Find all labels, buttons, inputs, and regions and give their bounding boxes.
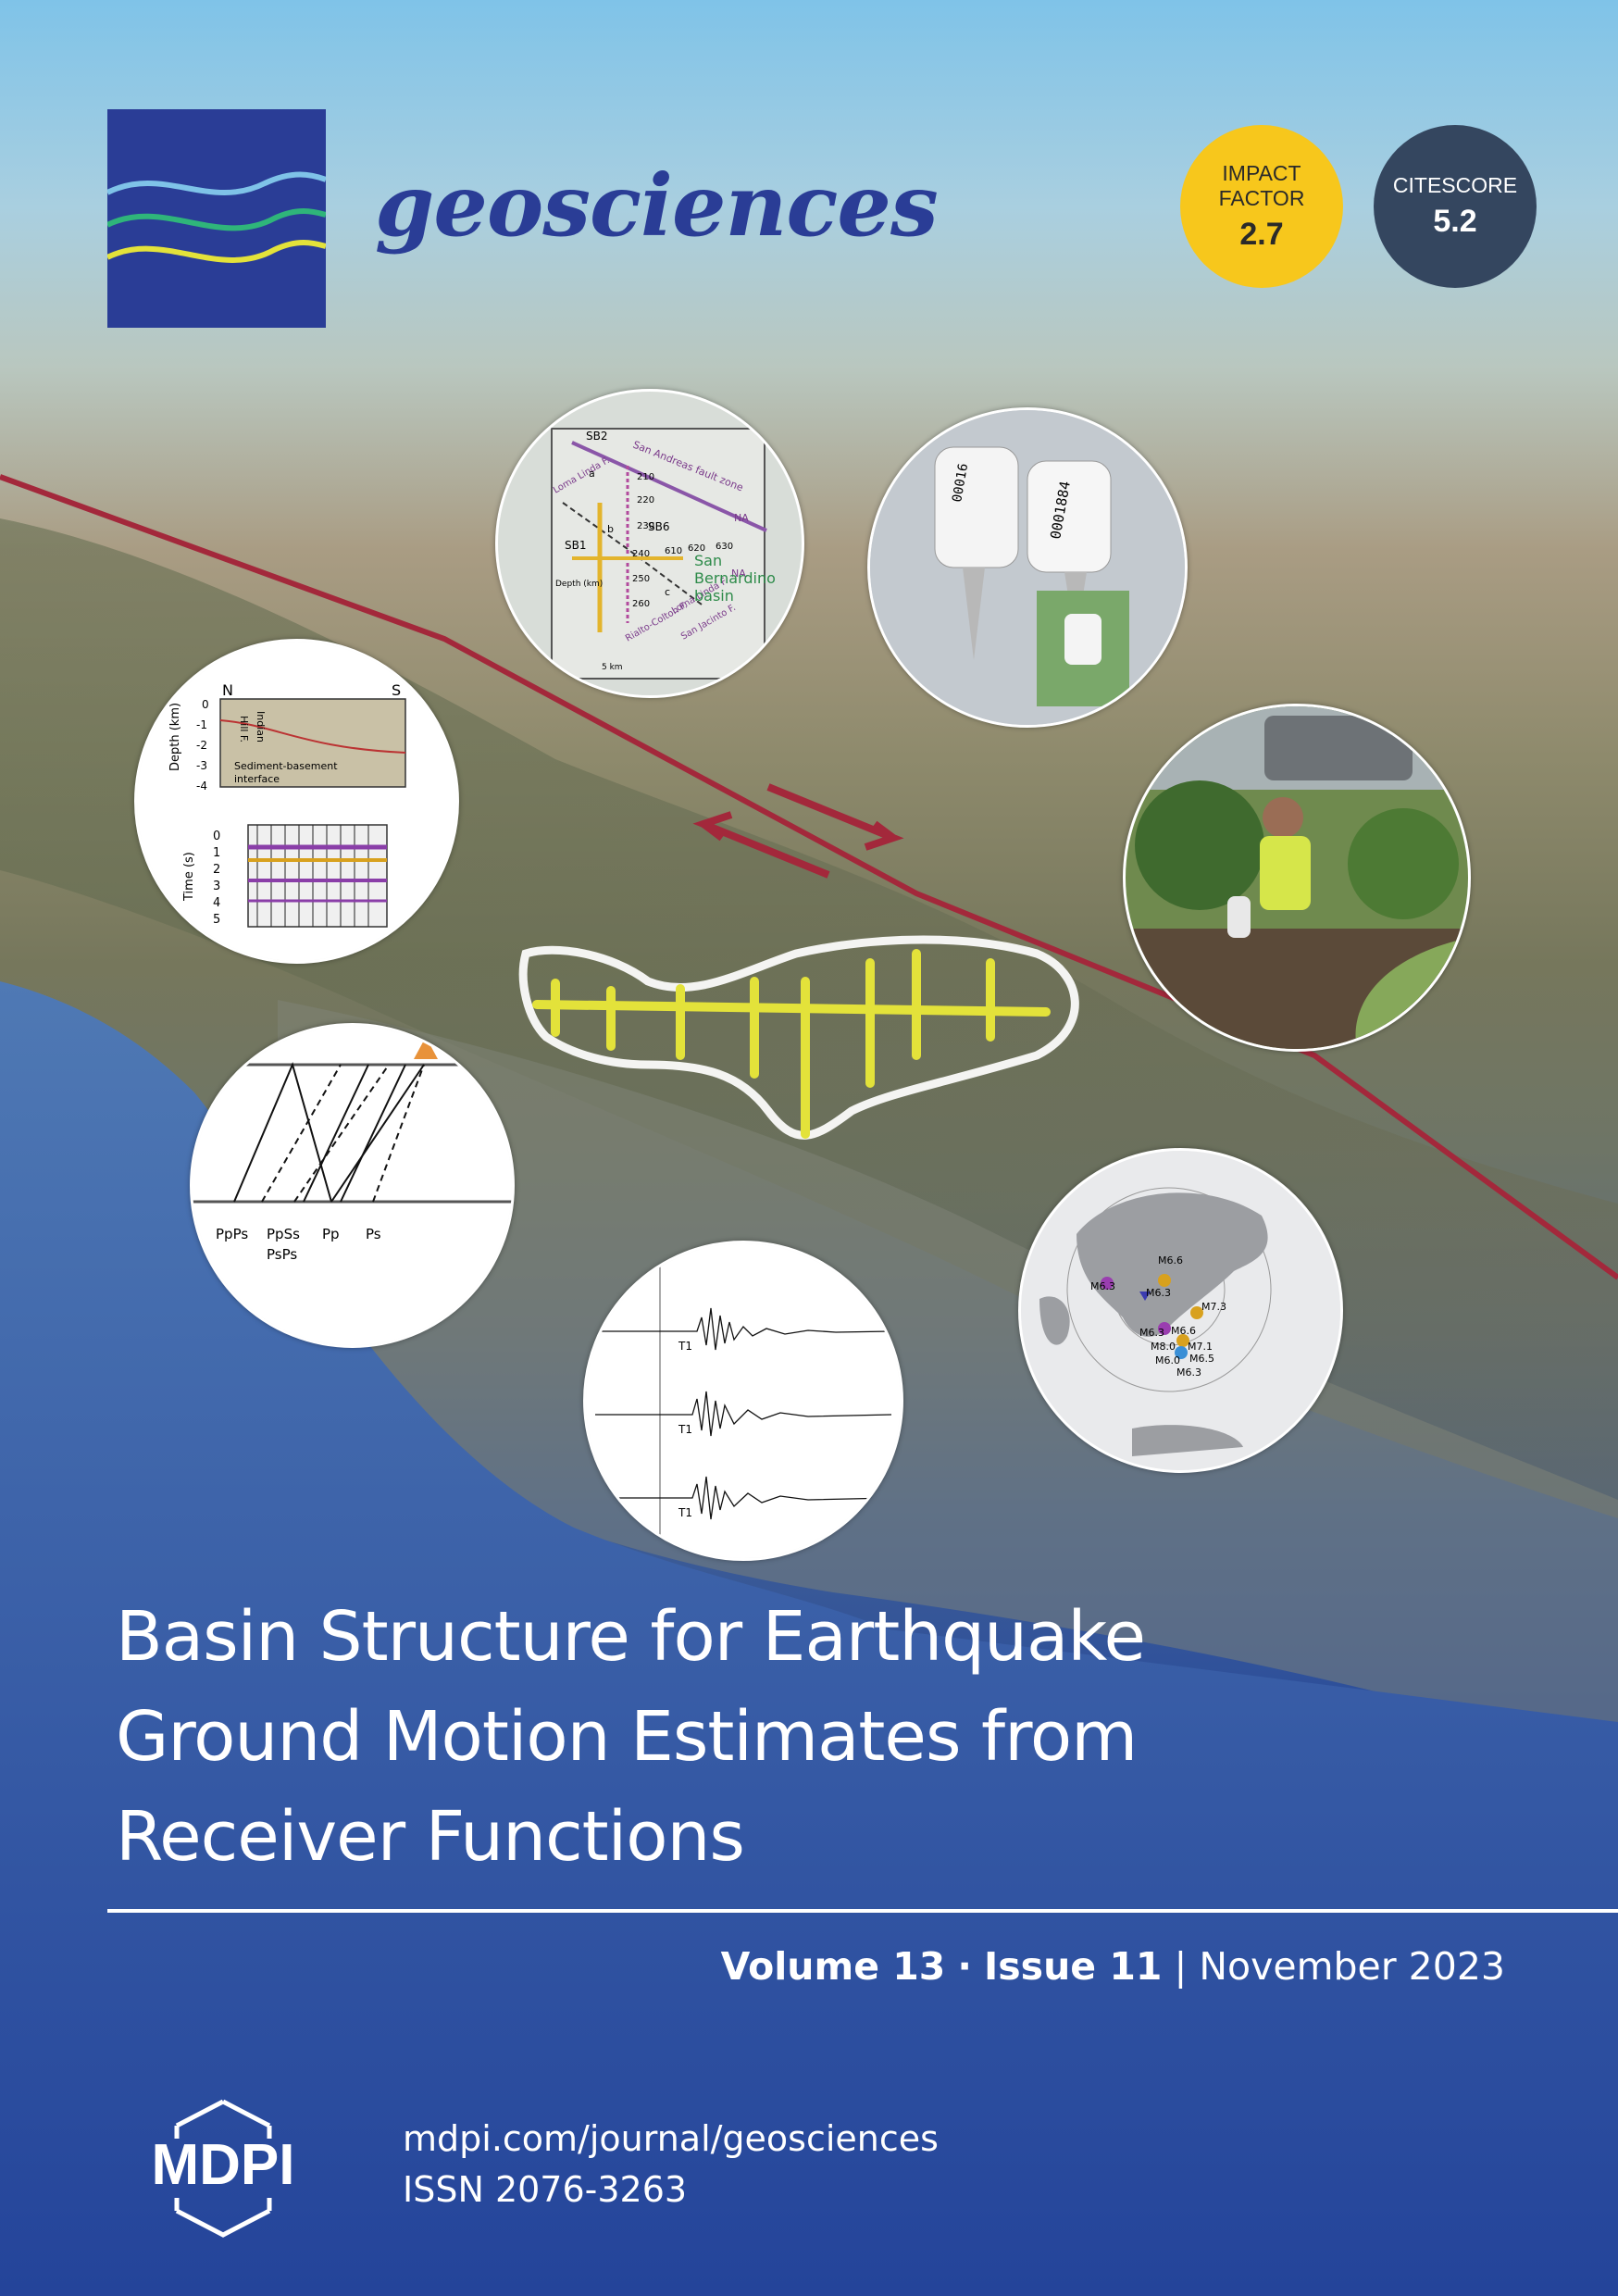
trace-label: T1 bbox=[678, 1506, 692, 1519]
time-tick: 0 bbox=[213, 830, 220, 843]
impact-factor-label-2: FACTOR bbox=[1218, 185, 1305, 210]
trace-label: T1 bbox=[678, 1340, 692, 1353]
event-label: M6.6 bbox=[1158, 1254, 1183, 1267]
issue-info: Volume 13 · Issue 11 | November 2023 bbox=[721, 1944, 1505, 1989]
journal-url[interactable]: mdpi.com/journal/geosciences bbox=[403, 2118, 939, 2159]
time-tick: 2 bbox=[213, 863, 220, 877]
event-label: M6.3 bbox=[1146, 1287, 1171, 1299]
article-title-line-1: Basin Structure for Earthquake bbox=[116, 1597, 1146, 1677]
depth-tick: -3 bbox=[196, 759, 207, 772]
depth-tick: -4 bbox=[196, 780, 207, 792]
compass-south: S bbox=[392, 681, 401, 699]
impact-factor-badge: IMPACT FACTOR 2.7 bbox=[1180, 125, 1343, 288]
map-label: Depth (km) bbox=[555, 580, 603, 589]
map-number: 630 bbox=[716, 542, 733, 552]
phase-label: Ps bbox=[366, 1226, 381, 1242]
event-label: M6.5 bbox=[1189, 1353, 1214, 1365]
map-label: San bbox=[694, 552, 722, 569]
event-label: M6.6 bbox=[1171, 1325, 1196, 1337]
article-title-line-2: Ground Motion Estimates from bbox=[116, 1697, 1138, 1777]
map-label: Bernardino bbox=[694, 569, 776, 587]
fault-label: Indian bbox=[255, 711, 267, 742]
map-label: NA bbox=[731, 568, 746, 580]
urban-plain bbox=[278, 1000, 1618, 1759]
event-label: M7.3 bbox=[1201, 1301, 1226, 1313]
event-label: M6.0 bbox=[1155, 1354, 1180, 1366]
inset-event-globe: M6.3 M6.6 M6.3 M7.3 M6.6 M6.3 M8.0 M7.1 … bbox=[1018, 1148, 1343, 1473]
event-label: M6.3 bbox=[1176, 1366, 1201, 1379]
map-label: SB2 bbox=[586, 430, 607, 443]
issue-date: November 2023 bbox=[1199, 1944, 1505, 1989]
depth-axis-label: Depth (km) bbox=[168, 703, 182, 771]
time-tick: 1 bbox=[213, 846, 220, 860]
citescore-badge: CITESCORE 5.2 bbox=[1374, 125, 1537, 288]
inset-seismograms: T1 T1 T1 bbox=[583, 1241, 903, 1561]
compass-north: N bbox=[222, 681, 233, 699]
map-number: 220 bbox=[637, 495, 654, 505]
map-number: a bbox=[589, 468, 595, 480]
citescore-label: CITESCORE bbox=[1392, 173, 1518, 197]
inset-raypaths: PpPs PpSs PsPs Pp Ps bbox=[190, 1023, 515, 1348]
map-number: 610 bbox=[665, 546, 682, 556]
map-label: 5 km bbox=[602, 663, 623, 672]
map-number: b bbox=[607, 523, 614, 535]
citescore-value: 5.2 bbox=[1433, 204, 1477, 239]
issue-number: Issue 11 bbox=[984, 1944, 1163, 1989]
map-number: 250 bbox=[632, 574, 650, 584]
trace-label: T1 bbox=[678, 1423, 692, 1436]
map-label: NA bbox=[734, 512, 749, 524]
event-label: M7.1 bbox=[1188, 1341, 1213, 1353]
event-label: M6.3 bbox=[1090, 1280, 1115, 1292]
phase-label: PpPs bbox=[216, 1226, 248, 1242]
map-number: 620 bbox=[688, 543, 705, 554]
inset-cross-section: N S Depth (km) 0 -1 -2 -3 -4 Indian Hill… bbox=[134, 639, 459, 964]
journal-logo bbox=[106, 109, 328, 328]
phase-label: PpSs bbox=[267, 1226, 300, 1242]
depth-tick: -1 bbox=[196, 718, 207, 731]
time-tick: 3 bbox=[213, 880, 220, 893]
fault-line bbox=[0, 474, 1618, 1280]
map-number: c bbox=[665, 586, 670, 598]
inset-fault-map: SB2 San Andreas fault zone Loma Linda F.… bbox=[495, 389, 804, 698]
map-label: SB1 bbox=[565, 539, 586, 552]
depth-tick: 0 bbox=[202, 698, 209, 711]
time-tick: 5 bbox=[213, 913, 220, 927]
map-number: 240 bbox=[632, 549, 650, 559]
depth-tick: -2 bbox=[196, 739, 207, 752]
inset-field-photo bbox=[1123, 704, 1471, 1052]
issn: ISSN 2076-3263 bbox=[403, 2169, 688, 2210]
fault-label: Hill F. bbox=[238, 716, 250, 742]
map-label: SB6 bbox=[648, 520, 669, 533]
event-label: M8.0 bbox=[1151, 1341, 1176, 1353]
mdpi-logo-text: MDPI bbox=[152, 2133, 295, 2197]
map-label: basin bbox=[694, 587, 734, 605]
inset-sensor-photo: 00016 0001884 bbox=[867, 407, 1188, 728]
volume: Volume 13 bbox=[720, 1944, 946, 1989]
basin-outline bbox=[518, 935, 1079, 1140]
phase-label: PsPs bbox=[267, 1246, 297, 1263]
mdpi-logo: MDPI bbox=[107, 2094, 339, 2242]
map-number: 210 bbox=[637, 472, 654, 482]
event-label: M6.3 bbox=[1139, 1327, 1164, 1339]
time-tick: 4 bbox=[213, 896, 220, 910]
slip-arrow-right bbox=[766, 783, 904, 851]
slip-arrow-left bbox=[692, 811, 830, 879]
time-axis-label: Time (s) bbox=[182, 852, 196, 902]
map-number: 230 bbox=[637, 521, 654, 531]
journal-title: geosciences bbox=[375, 156, 939, 256]
interface-note: interface bbox=[234, 773, 280, 785]
article-title-line-3: Receiver Functions bbox=[116, 1797, 745, 1877]
issue-separator: · bbox=[957, 1944, 972, 1989]
ocean bbox=[0, 981, 1618, 2296]
interface-note: Sediment-basement bbox=[234, 760, 338, 772]
map-number: 260 bbox=[632, 599, 650, 609]
sensor-serial: 00016 bbox=[950, 462, 971, 503]
title-divider bbox=[107, 1909, 1618, 1913]
phase-label: Pp bbox=[322, 1226, 340, 1242]
impact-factor-value: 2.7 bbox=[1239, 216, 1284, 252]
impact-factor-label-1: IMPACT bbox=[1222, 160, 1301, 185]
date-separator: | bbox=[1174, 1944, 1188, 1989]
profile-lines bbox=[532, 949, 1051, 1139]
